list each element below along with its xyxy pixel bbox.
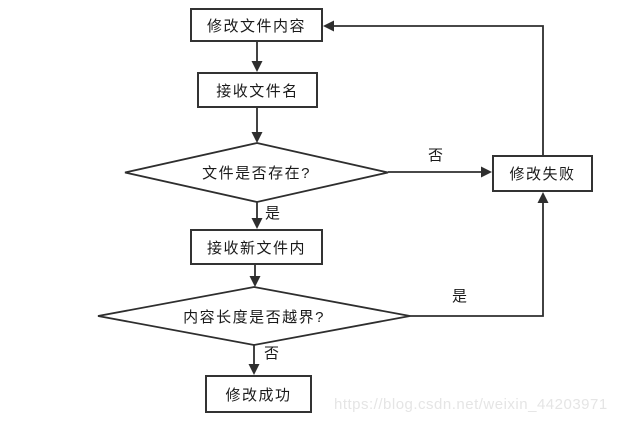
node-receive-filename: 接收文件名	[197, 72, 318, 108]
node-receive-new-content: 接收新文件内	[190, 229, 323, 265]
decision-file-exists-shape	[124, 142, 389, 203]
arrowhead-right-icon	[481, 166, 492, 178]
edge-label-overflow-no: 否	[264, 345, 280, 362]
decision-length-overflow-shape	[97, 286, 411, 346]
connector-overflow-yes-to-fail	[410, 203, 544, 317]
node-modify-file-content: 修改文件内容	[190, 8, 323, 42]
arrowhead-down-icon	[251, 132, 263, 143]
csdn-watermark: https://blog.csdn.net/weixin_44203971	[334, 396, 608, 413]
node-modify-fail: 修改失败	[492, 155, 593, 192]
arrowhead-left-icon	[323, 20, 334, 32]
arrowhead-down-icon	[249, 276, 261, 287]
node-modify-success: 修改成功	[205, 375, 312, 413]
arrowhead-down-icon	[251, 218, 263, 229]
edge-label-exists-no: 否	[428, 147, 444, 164]
edge-label-exists-yes: 是	[265, 205, 281, 222]
arrowhead-down-icon	[251, 61, 263, 72]
edge-label-overflow-yes: 是	[452, 288, 468, 305]
connector-fail-to-start	[334, 25, 544, 155]
arrowhead-down-icon	[248, 364, 260, 375]
arrowhead-up-icon	[537, 192, 549, 203]
